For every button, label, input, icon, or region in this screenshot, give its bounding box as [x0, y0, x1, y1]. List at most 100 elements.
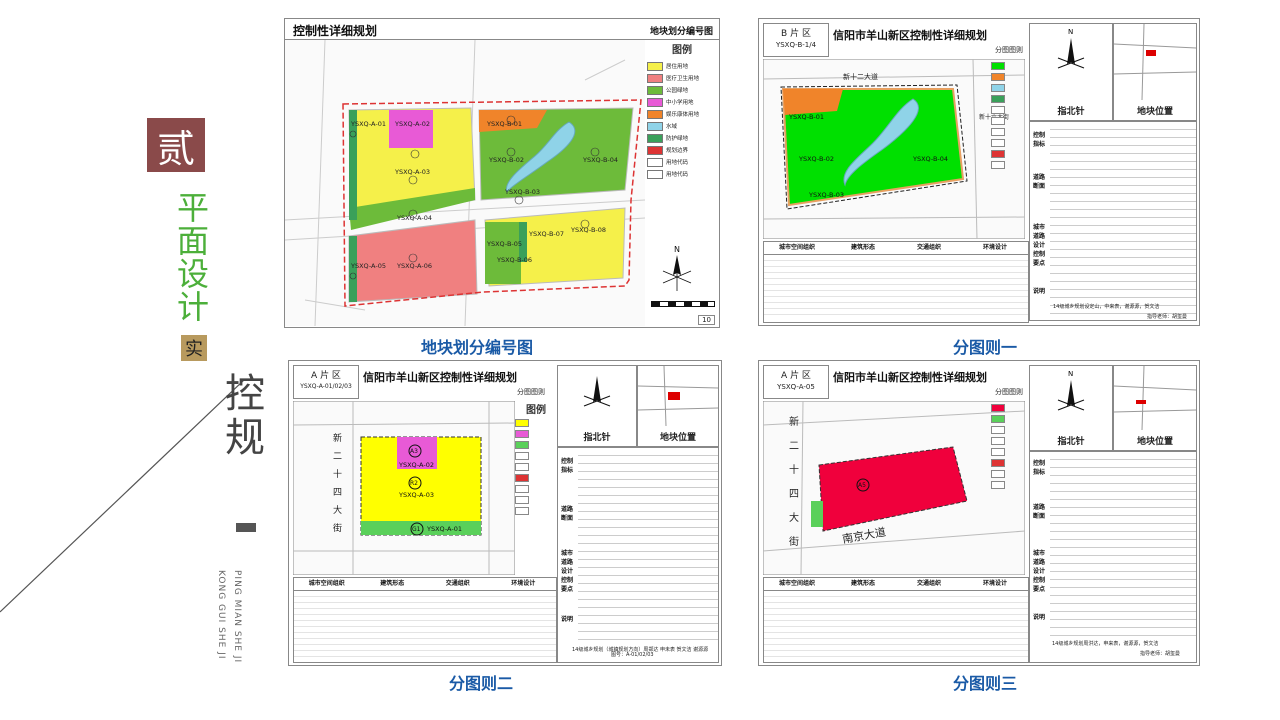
legend-label: 规划边界	[666, 148, 689, 154]
zone-code: YSXQ-A-05	[777, 383, 815, 391]
parcel-label: YSXQ-A-06	[396, 262, 432, 270]
legend-swatch	[991, 128, 1005, 136]
zone-code-box: A 片 区 YSXQ-A-05	[763, 365, 829, 399]
svg-text:新: 新	[789, 415, 799, 428]
svg-text:大: 大	[333, 504, 342, 516]
legend-swatch	[991, 106, 1005, 114]
north-arrow-icon: N	[1057, 28, 1085, 69]
side-label-road-section: 道路断面	[1032, 504, 1045, 520]
svg-text:N: N	[1068, 370, 1073, 378]
legend-label: 中小学用地	[666, 100, 694, 106]
location-box: 地块位置	[1113, 23, 1197, 121]
panel1-subtitle: 地块划分编号图	[649, 27, 713, 37]
panel4-legend	[991, 401, 1025, 501]
panel1-title: 控制性详细规划	[293, 24, 378, 38]
legend-item: 规划边界	[647, 144, 717, 156]
parcel-label: YSXQ-B-01	[486, 120, 522, 128]
sheet-page-number: 图号：A-01/02/03	[611, 652, 654, 658]
location-map-icon	[1113, 23, 1197, 101]
legend-item: 用地代码	[647, 168, 717, 180]
legend-swatch	[991, 404, 1005, 412]
sheet-title: 信阳市羊山新区控制性详细规划	[833, 29, 987, 42]
legend-swatch	[647, 61, 663, 71]
legend-swatch	[991, 437, 1005, 445]
svg-text:十: 十	[789, 463, 799, 476]
legend-swatch	[647, 85, 663, 95]
svg-text:YSXQ-B-01: YSXQ-B-01	[788, 113, 824, 121]
svg-text:街: 街	[789, 535, 799, 548]
north-arrow-icon: N	[1057, 370, 1085, 411]
legend-swatch	[991, 150, 1005, 158]
parcel-label: YSXQ-B-06	[496, 256, 532, 264]
sheet-subtitle: 分图图则	[995, 46, 1023, 54]
head-traffic: 交通组织	[916, 244, 941, 251]
latin-subtitle-1: KONG GUI SHE JI	[216, 570, 226, 660]
svg-text:A3: A3	[410, 448, 418, 455]
svg-text:YSXQ-B-02: YSXQ-B-02	[798, 155, 834, 163]
svg-text:YSXQ-A-03: YSXQ-A-03	[398, 491, 434, 499]
panel2-legend	[991, 59, 1025, 171]
svg-text:YSXQ-B-03: YSXQ-B-03	[808, 191, 844, 199]
bottom-guidance-table: 城市空间组织 建筑形态 交通组织 环境设计	[293, 577, 557, 663]
north-arrow-icon	[583, 376, 611, 407]
side-label-controls: 控制指标	[1032, 460, 1045, 476]
zone-a05-sheet-panel[interactable]: A 片 区 YSXQ-A-05 信阳市羊山新区控制性详细规划 分图图则 A5 新…	[758, 360, 1200, 666]
table-grid	[578, 448, 718, 644]
svg-text:新: 新	[333, 432, 342, 444]
parcel-division-map-panel[interactable]: 控制性详细规划 地块划分编号图 YSXQ-A-01 YSXQ-A-02	[284, 18, 720, 328]
legend-swatch	[515, 452, 529, 460]
svg-text:二: 二	[789, 441, 799, 452]
caption-sheet-1: 分图则一	[952, 338, 1017, 357]
legend-item: 用地代码	[647, 156, 717, 168]
svg-text:YSXQ-A-01: YSXQ-A-01	[426, 525, 462, 533]
svg-text:YSXQ-B-04: YSXQ-B-04	[912, 155, 948, 163]
legend-item: 中小学用地	[647, 96, 717, 108]
sheet-footer: 14级城乡规划设定山，中来表，谢源源，贺文洁	[1053, 304, 1160, 310]
north-label: 指北针	[1057, 437, 1085, 447]
side-label-road-design: 城市道路设计控制要点	[560, 550, 573, 593]
location-map-icon	[637, 365, 719, 427]
legend-item: 公园绿地	[647, 84, 717, 96]
section-title-vertical: 平 面 设 计	[176, 189, 209, 326]
location-label: 地块位置	[1136, 107, 1173, 117]
sheet-footer: 14级城乡规划周洪达，申来表，谢源源，贺文洁	[1052, 641, 1159, 647]
legend-label: 用地代码	[666, 172, 689, 178]
caption-parcel-map: 地块划分编号图	[420, 338, 533, 357]
north-label: 指北针	[1057, 107, 1085, 117]
legend-swatch	[991, 117, 1005, 125]
control-tables: 控制指标 道路断面 城市道路设计控制要点 说明 14级城乡规划（城镇规划方向）周…	[557, 447, 719, 663]
bottom-guidance-table: 城市空间组织 建筑形态 交通组织 环境设计	[763, 241, 1029, 323]
north-arrow-icon: N	[662, 245, 692, 291]
legend-swatch	[515, 485, 529, 493]
parcel-label: YSXQ-B-04	[582, 156, 618, 164]
head-traffic: 交通组织	[916, 580, 941, 587]
legend-swatch	[991, 161, 1005, 169]
legend-swatch	[515, 474, 529, 482]
legend-swatch	[991, 139, 1005, 147]
zone-a-sheet-panel[interactable]: A 片 区 YSXQ-A-01/02/03 信阳市羊山新区控制性详细规划 分图图…	[288, 360, 722, 666]
svg-text:十: 十	[333, 468, 342, 480]
zone-b-sheet-panel[interactable]: B 片 区 YSXQ-B-1/4 信阳市羊山新区控制性详细规划 分图图则 新十二…	[758, 18, 1200, 326]
svg-text:N: N	[674, 245, 680, 254]
legend-label: 娱乐康体用地	[666, 112, 700, 118]
svg-text:新十二大道: 新十二大道	[843, 72, 878, 81]
side-label-notes: 说明	[1032, 288, 1045, 295]
caption-sheet-2: 分图则二	[448, 674, 513, 693]
table-grid	[1050, 452, 1196, 636]
head-form: 建筑形态	[380, 580, 405, 587]
location-box: 地块位置	[1113, 365, 1197, 451]
bottom-guidance-table: 城市空间组织 建筑形态 交通组织 环境设计	[763, 577, 1029, 663]
side-label-controls: 控制指标	[1032, 132, 1045, 148]
legend-swatch	[647, 157, 663, 167]
zone-b-map-drawing: 新十二大道 新十六大街 YSXQ-B-01 YSXQ-B-02 YSXQ-B-0…	[763, 59, 1025, 239]
head-space: 城市空间组织	[778, 244, 815, 251]
svg-text:G1: G1	[412, 526, 421, 533]
zone-a05-map-drawing: A5 新 二 十 四 大 街 南京大道	[763, 401, 1025, 575]
sheet-subtitle: 分图图则	[517, 388, 545, 396]
north-arrow-box: N 指北针	[1029, 365, 1113, 451]
svg-text:街: 街	[333, 522, 342, 534]
legend-swatch	[647, 121, 663, 131]
svg-text:N: N	[1068, 28, 1073, 36]
legend-swatch	[991, 73, 1005, 81]
head-space: 城市空间组织	[308, 580, 345, 587]
